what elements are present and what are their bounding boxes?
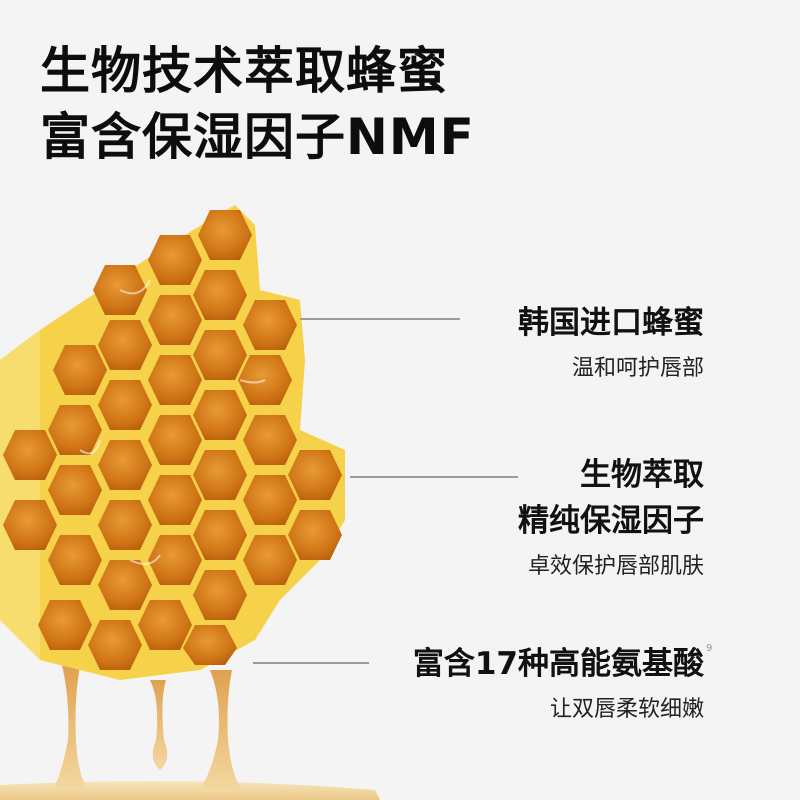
callout-1-title: 韩国进口蜂蜜 [518, 305, 704, 341]
callout-3-subtitle: 让双唇柔软细嫩 [549, 697, 704, 722]
footnote-mark: 9 [706, 643, 713, 654]
honeycomb-illustration [0, 205, 380, 800]
callout-amino-acids: 富含17种高能氨基酸 让双唇柔软细嫩 [413, 641, 704, 727]
callout-3-title: 富含17种高能氨基酸 [412, 646, 704, 682]
callout-2-leader-line [350, 476, 518, 478]
callout-bio-extract: 生物萃取 精纯保湿因子 卓效保护唇部肌肤 [518, 452, 704, 584]
callout-2-title-line-1: 生物萃取 [580, 457, 704, 493]
callout-1-leader-line [300, 318, 460, 320]
callout-korean-honey: 韩国进口蜂蜜 温和呵护唇部 [518, 300, 704, 386]
callout-3-leader-line [253, 662, 369, 664]
headline-line-1: 生物技术萃取蜂蜜 [40, 42, 448, 100]
headline-line-2: 富含保湿因子NMF [40, 108, 475, 166]
headline: 生物技术萃取蜂蜜 富含保湿因子NMF [40, 38, 475, 170]
callout-2-title-line-2: 精纯保湿因子 [518, 503, 704, 539]
callout-2-subtitle: 卓效保护唇部肌肤 [527, 554, 704, 579]
callout-1-subtitle: 温和呵护唇部 [571, 356, 704, 381]
